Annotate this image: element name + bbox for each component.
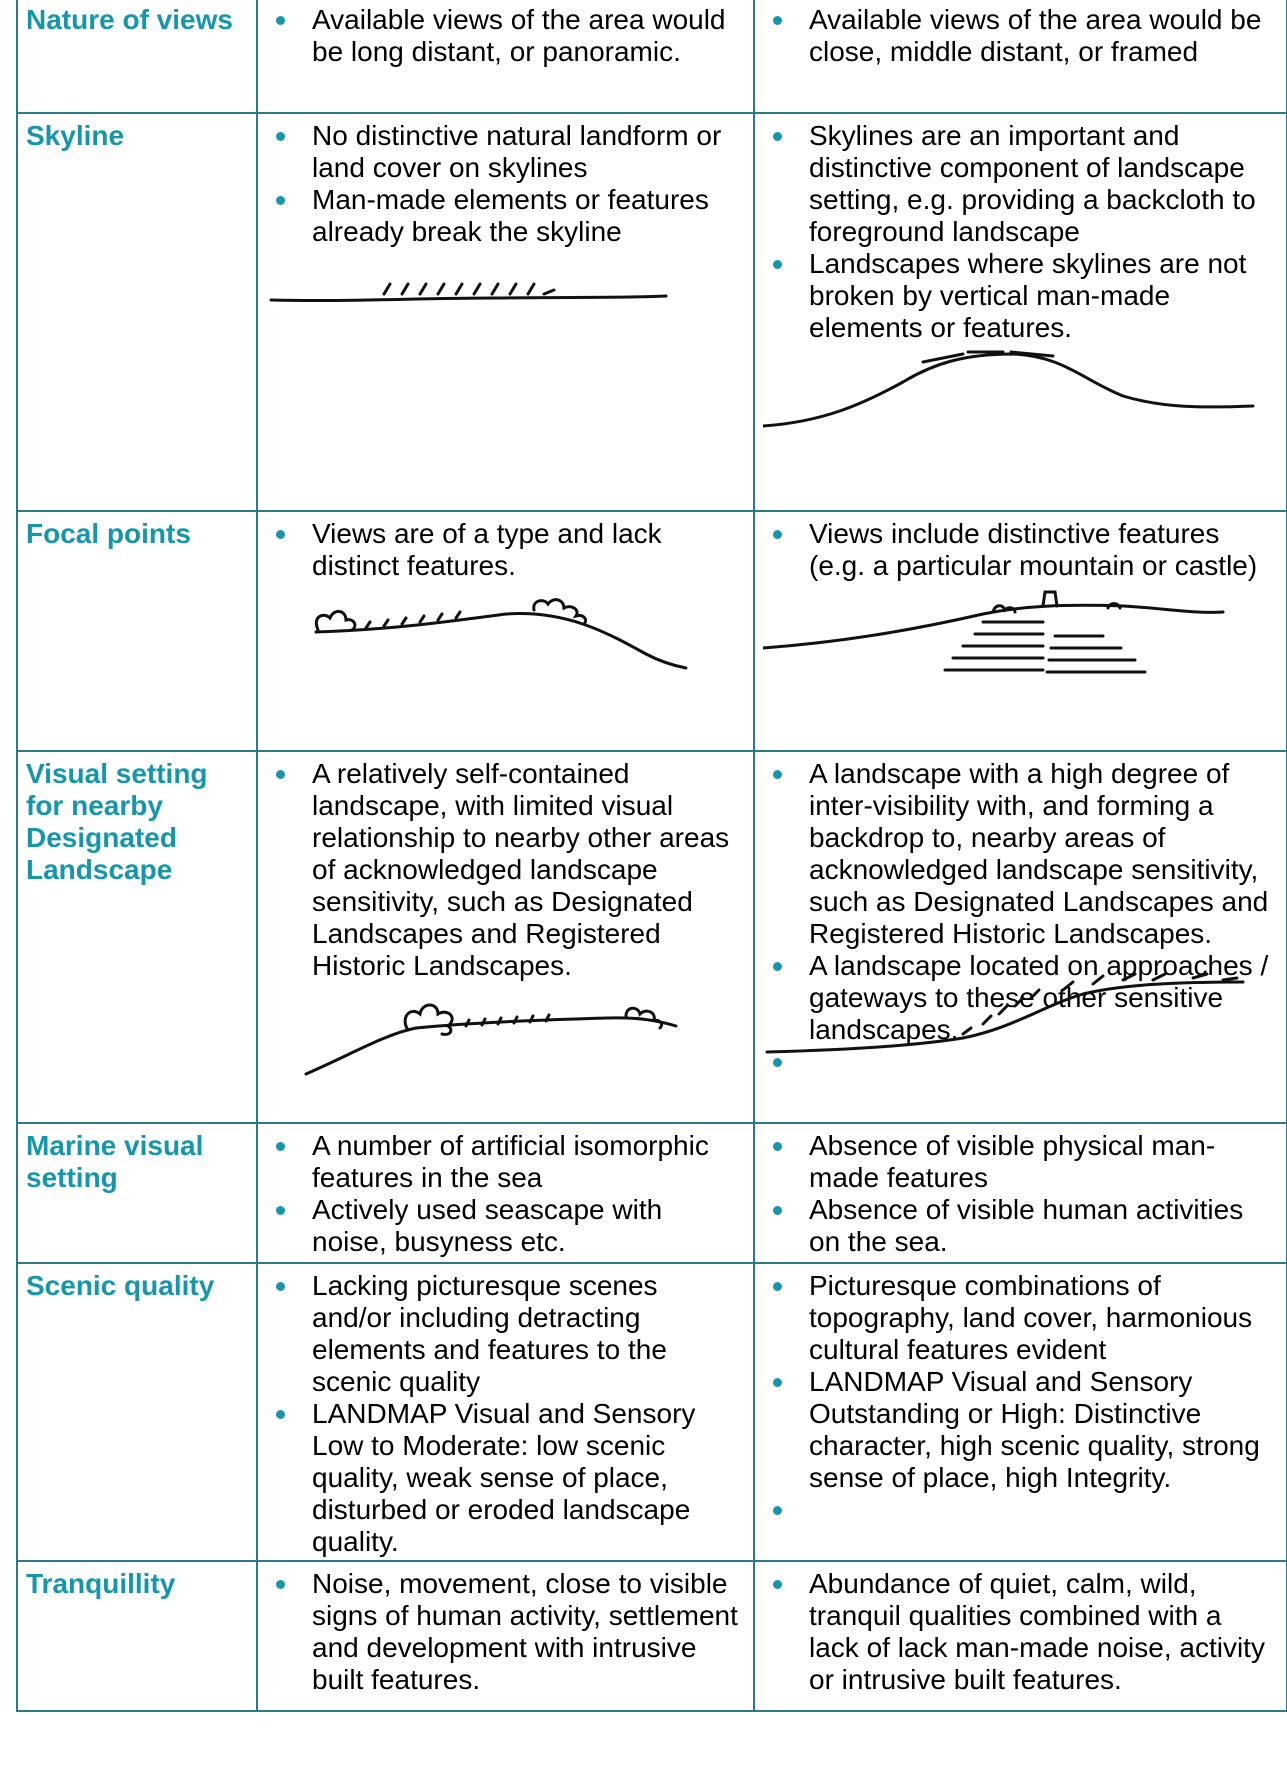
table-row: Visual setting for nearby Designated Lan… (16, 750, 1287, 1124)
flat-skyline-sketch (269, 282, 668, 303)
high-sensitivity-cell: Absence of visible physical man-made fea… (753, 1122, 1287, 1264)
list-item: No distinctive natural landform or land … (266, 120, 743, 184)
low-sensitivity-cell: Available views of the area would be lon… (256, 0, 755, 114)
self-contained-landscape-sketch (304, 1003, 678, 1076)
distinctive-feature-sketch (763, 590, 1225, 674)
criterion-cell: Focal points (16, 510, 258, 752)
list-item: Views include distinctive features (e.g.… (763, 518, 1276, 582)
list-item: A landscape located on approaches / gate… (763, 950, 1276, 1046)
low-sensitivity-cell: Views are of a type and lack distinct fe… (256, 510, 755, 752)
empty-list-item (763, 1046, 1276, 1078)
table-row: Scenic quality Lacking picturesque scene… (16, 1262, 1287, 1562)
criterion-cell: Skyline (16, 112, 258, 512)
table-row: Marine visual setting A number of artifi… (16, 1122, 1287, 1264)
list-item: Noise, movement, close to visible signs … (266, 1568, 743, 1696)
low-sensitivity-cell: Lacking picturesque scenes and/or includ… (256, 1262, 755, 1562)
list-item: LANDMAP Visual and Sensory Low to Modera… (266, 1398, 743, 1558)
list-item: Abundance of quiet, calm, wild, tranquil… (763, 1568, 1276, 1696)
table-row: Skyline No distinctive natural landform … (16, 112, 1287, 512)
table-row: Focal points Views are of a type and lac… (16, 510, 1287, 752)
low-sensitivity-cell: Noise, movement, close to visible signs … (256, 1560, 755, 1712)
list-item: Landscapes where skylines are not broken… (763, 248, 1276, 344)
hill-skyline-sketch (763, 350, 1255, 428)
high-sensitivity-cell: Views include distinctive features (e.g.… (753, 510, 1287, 752)
high-sensitivity-cell: Picturesque combinations of topography, … (753, 1262, 1287, 1562)
list-item: Available views of the area would be lon… (266, 4, 743, 68)
list-item: Absence of visible human activities on t… (763, 1194, 1276, 1258)
sensitivity-criteria-table: Nature of views Available views of the a… (16, 0, 1287, 1712)
criterion-cell: Tranquillity (16, 1560, 258, 1712)
list-item: A landscape with a high degree of inter-… (763, 758, 1276, 950)
list-item: A relatively self-contained landscape, w… (266, 758, 743, 982)
list-item: Available views of the area would be clo… (763, 4, 1276, 68)
low-sensitivity-cell: A relatively self-contained landscape, w… (256, 750, 755, 1124)
low-sensitivity-cell: A number of artificial isomorphic featur… (256, 1122, 755, 1264)
criterion-cell: Marine visual setting (16, 1122, 258, 1264)
undistinctive-view-sketch (314, 598, 688, 670)
high-sensitivity-cell: Skylines are an important and distinctiv… (753, 112, 1287, 512)
empty-list-item (763, 1494, 1276, 1526)
list-item: A number of artificial isomorphic featur… (266, 1130, 743, 1194)
table-row: Nature of views Available views of the a… (16, 0, 1287, 114)
criterion-cell: Visual setting for nearby Designated Lan… (16, 750, 258, 1124)
list-item: Actively used seascape with noise, busyn… (266, 1194, 743, 1258)
list-item: Views are of a type and lack distinct fe… (266, 518, 743, 582)
low-sensitivity-cell: No distinctive natural landform or land … (256, 112, 755, 512)
list-item: Skylines are an important and distinctiv… (763, 120, 1276, 248)
criterion-cell: Scenic quality (16, 1262, 258, 1562)
list-item: Lacking picturesque scenes and/or includ… (266, 1270, 743, 1398)
list-item: LANDMAP Visual and Sensory Outstanding o… (763, 1366, 1276, 1494)
list-item: Man-made elements or features already br… (266, 184, 743, 248)
list-item: Absence of visible physical man-made fea… (763, 1130, 1276, 1194)
high-sensitivity-cell: Available views of the area would be clo… (753, 0, 1287, 114)
high-sensitivity-cell: A landscape with a high degree of inter-… (753, 750, 1287, 1124)
high-sensitivity-cell: Abundance of quiet, calm, wild, tranquil… (753, 1560, 1287, 1712)
criterion-cell: Nature of views (16, 0, 258, 114)
gateway-landscape-sketch (765, 972, 1245, 1054)
table-row: Tranquillity Noise, movement, close to v… (16, 1560, 1287, 1712)
list-item: Picturesque combinations of topography, … (763, 1270, 1276, 1366)
